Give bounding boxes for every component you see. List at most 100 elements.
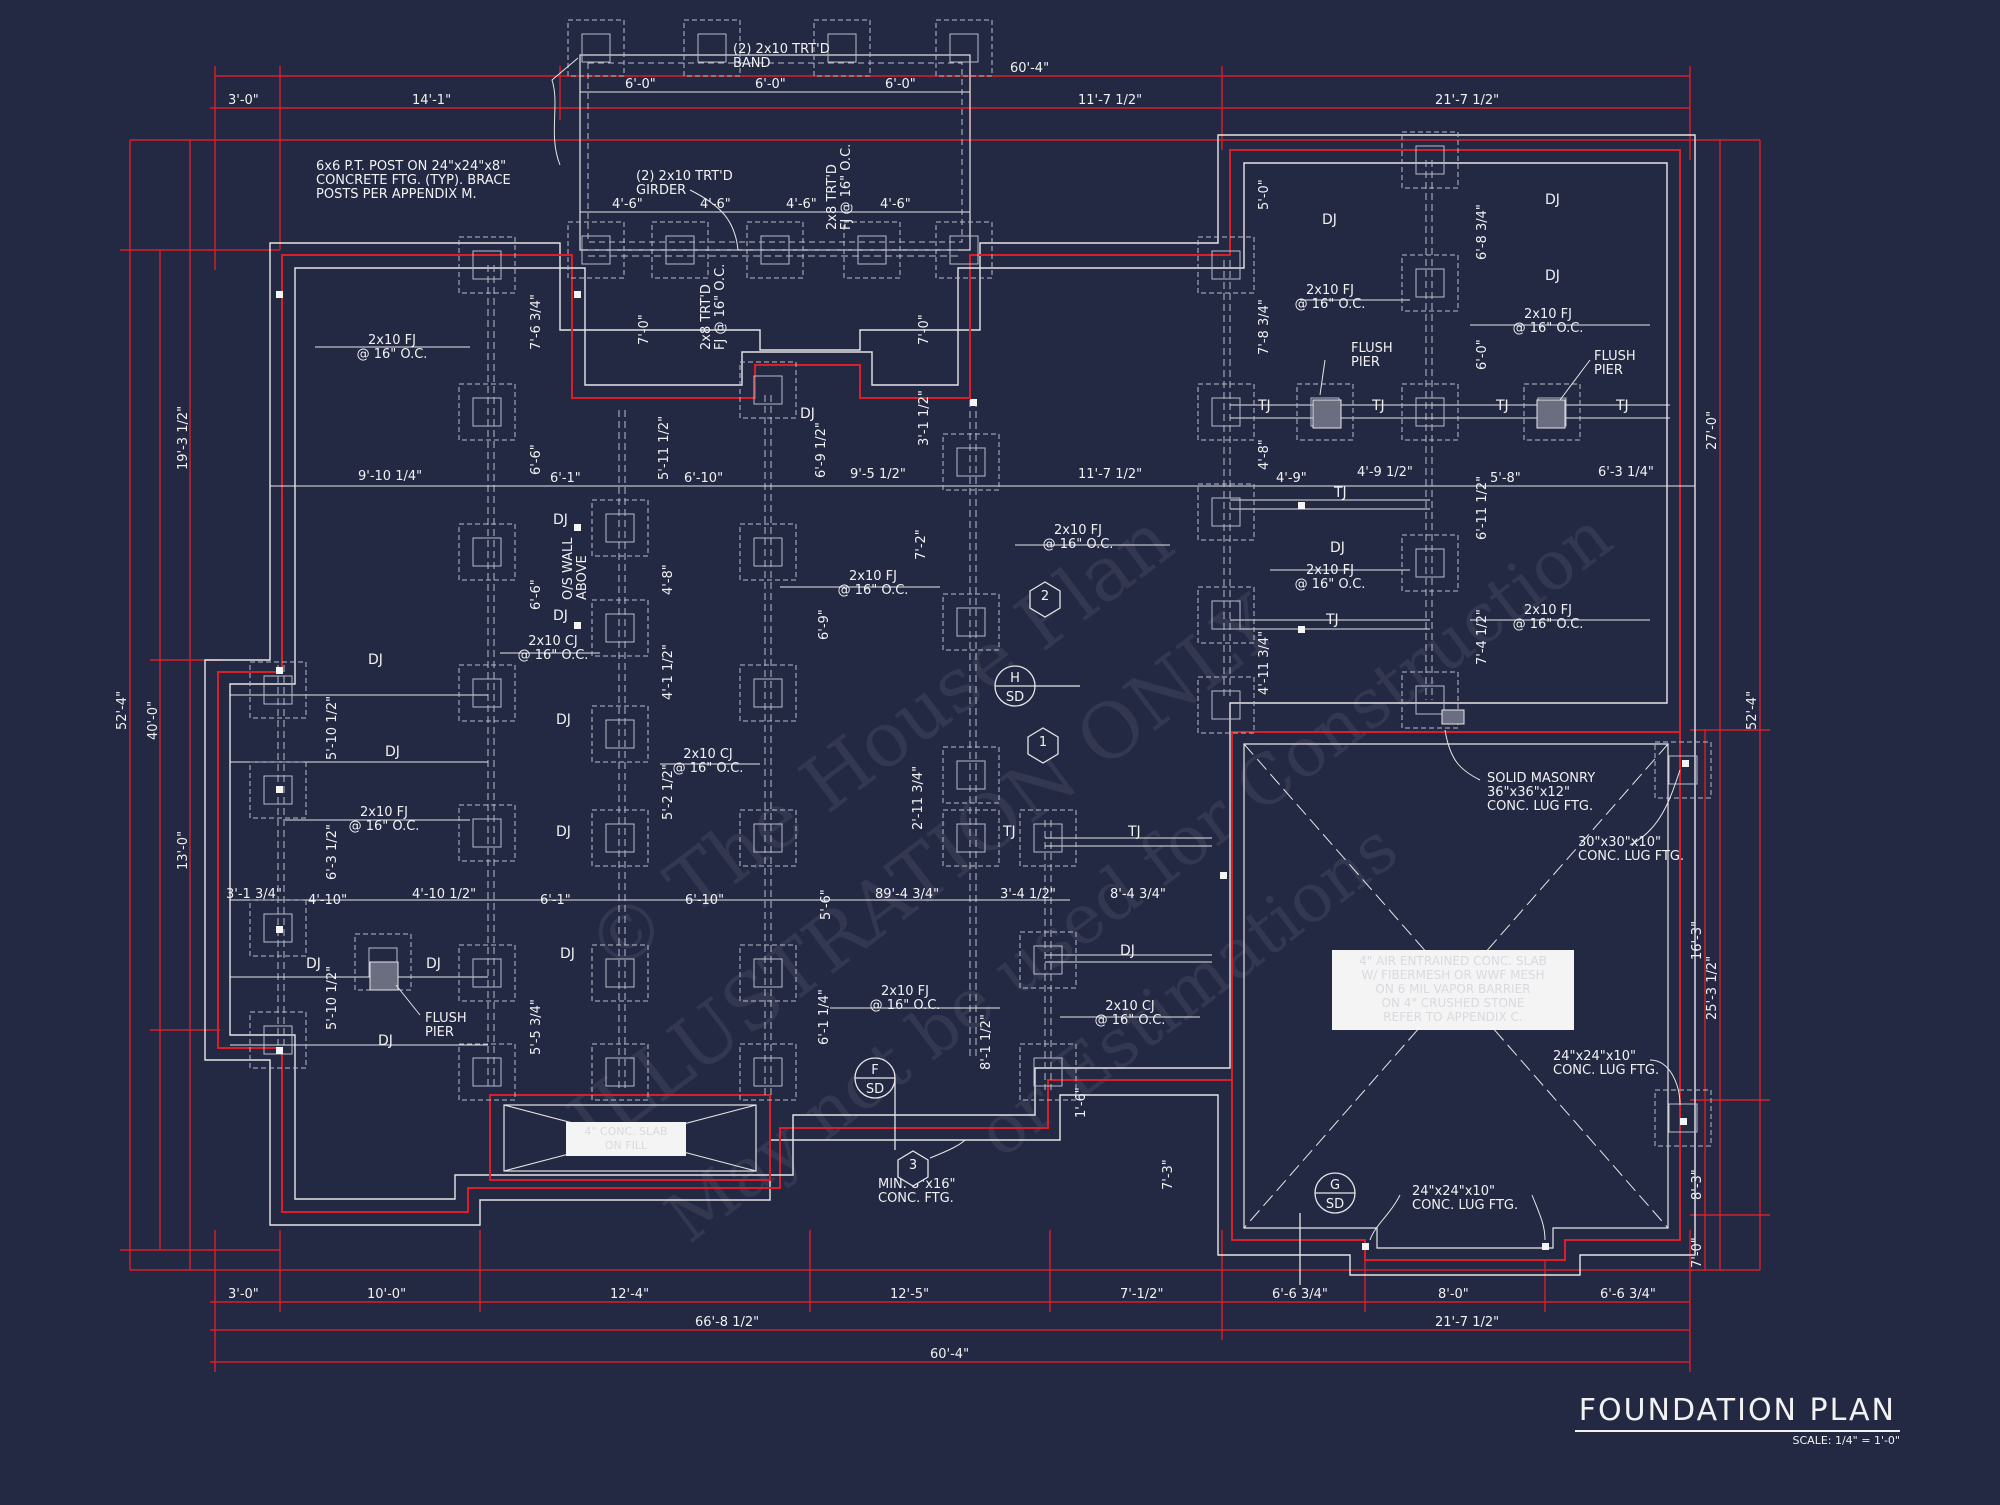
dim-right-5: 7'-0"	[1690, 1237, 1705, 1268]
pier-footing	[1401, 383, 1459, 441]
dj-label: DJ	[378, 1033, 393, 1049]
dim-inner-7: 4'-9"	[1276, 471, 1307, 486]
dim-porch-7: 4'-6"	[880, 197, 911, 212]
pier-footing	[1401, 671, 1459, 729]
dim-top-left-2: 14'-1"	[412, 93, 451, 108]
dj-tj-labels: DJ DJ DJ DJ DJ DJ DJ DJ DJ DJ DJ DJ DJ D…	[306, 192, 1629, 1049]
note-line: CONC. LUG FTG.	[1553, 1063, 1659, 1078]
pier-footing	[1019, 1043, 1077, 1101]
note-line: BAND	[733, 56, 771, 71]
dim-inner-28: 5'-10 1/2"	[325, 696, 340, 760]
pier-post	[1668, 755, 1698, 785]
dim-inner-4: 6'-9 1/2"	[814, 422, 829, 478]
pier-footing	[739, 664, 797, 722]
dim-right-3: 16'-3"	[1690, 921, 1705, 960]
note-line: 36"x36"x12"	[1487, 785, 1570, 800]
slab-area-white	[1243, 743, 1669, 1249]
pier-markers	[276, 291, 1689, 1250]
dim-bottom-4: 12'-5"	[890, 1287, 929, 1302]
pier-footing	[739, 361, 797, 419]
note-line: @ 16" O.C.	[1043, 537, 1114, 552]
sd-tag-f-letter: F	[871, 1063, 878, 1078]
pier-post	[827, 33, 857, 63]
dim-inner-12: 6'-6"	[529, 444, 544, 475]
hex-tag-1	[1027, 727, 1059, 764]
hex-tag-1-label: 1	[1039, 735, 1047, 750]
pier-post	[1211, 690, 1241, 720]
pier-footing	[942, 593, 1000, 651]
fj-label-2: 2x10 FJ@ 16" O.C.	[838, 569, 909, 598]
pier-footing	[591, 809, 649, 867]
pier-footing	[739, 523, 797, 581]
pier-post	[1415, 145, 1445, 175]
dim-inner-44: 7'-0"	[917, 314, 932, 345]
pier-footing	[591, 599, 649, 657]
pier-footing	[567, 19, 625, 77]
dim-inner-17: 7'-2"	[914, 529, 929, 560]
dim-inner-22: 6'-10"	[685, 893, 724, 908]
pier-footing	[739, 1043, 797, 1101]
pier-footing	[942, 433, 1000, 491]
pier-post	[1211, 250, 1241, 280]
dim-inner-3: 6'-10"	[684, 471, 723, 486]
leader-lines	[395, 57, 1681, 1241]
sd-tag-g-sd: SD	[1326, 1197, 1344, 1212]
pier-post	[263, 675, 293, 705]
pier-post	[605, 958, 635, 988]
pier-post	[753, 375, 783, 405]
pier-post	[857, 235, 887, 265]
note-line: @ 16" O.C.	[870, 998, 941, 1013]
dj-label: DJ	[800, 406, 815, 422]
tj-label: TJ	[1371, 398, 1385, 414]
dim-right-overall: 52'-4"	[1745, 691, 1760, 730]
pier-post	[1415, 548, 1445, 578]
note-line: ON 6 MIL VAPOR BARRIER	[1375, 982, 1530, 996]
hex-tag-2-label: 2	[1041, 589, 1049, 604]
dim-bottom-5: 7'-1/2"	[1120, 1287, 1163, 1302]
joist-labels: 2x10 FJ@ 16" O.C. 2x10 FJ@ 16" O.C. 2x10…	[349, 283, 1584, 1028]
dj-label: DJ	[1322, 212, 1337, 228]
dim-bottom-6: 6'-6 3/4"	[1272, 1287, 1328, 1302]
note-line: (2) 2x10 TRT'D	[636, 169, 733, 184]
note-line: @ 16" O.C.	[838, 583, 909, 598]
pier-footing	[458, 944, 516, 1002]
outer-wall-white	[204, 134, 1696, 1276]
note-line: REFER TO APPENDIX C.	[1383, 1010, 1522, 1024]
note-line: FJ @ 16" O.C.	[839, 144, 854, 230]
dimension-lines	[120, 66, 1770, 1372]
dim-inner-29: 6'-3 1/2"	[325, 824, 340, 880]
pier-post	[956, 447, 986, 477]
pier-post	[263, 913, 293, 943]
note-line: 2x10 FJ	[1054, 523, 1102, 538]
dim-porch-6: 4'-6"	[786, 197, 817, 212]
dim-inner-2: 5'-11 1/2"	[657, 416, 672, 480]
note-line: 2x10 CJ	[683, 747, 733, 762]
dj-label: DJ	[368, 652, 383, 668]
dim-inner-33: 8'-1 1/2"	[979, 1014, 994, 1070]
note-lug-24b: 24"x24"x10"CONC. LUG FTG.	[1412, 1184, 1518, 1213]
pier-footing	[249, 761, 307, 819]
dim-inner-19: 4'-10"	[308, 893, 347, 908]
dim-porch-4: 4'-6"	[612, 197, 643, 212]
pier-footing	[249, 899, 307, 957]
pier-footing	[1654, 1089, 1712, 1147]
pier-post	[697, 33, 727, 63]
pier-footing	[249, 661, 307, 719]
flush-pier-1	[1312, 399, 1342, 429]
note-line: 2x10 FJ	[360, 805, 408, 820]
note-line: 30"x30"x10"	[1578, 835, 1661, 850]
pier-footing	[458, 383, 516, 441]
dim-inner-21: 6'-1"	[540, 893, 571, 908]
dim-inner-20: 4'-10 1/2"	[412, 887, 476, 902]
pier-footing	[249, 1011, 307, 1069]
note-line: 2x10 FJ	[1524, 307, 1572, 322]
interior-dim-strings	[230, 91, 1695, 1046]
pier-footing	[1197, 483, 1255, 541]
dim-top-left-1: 3'-0"	[228, 93, 259, 108]
dim-inner-24: 89'-4 3/4"	[875, 887, 939, 902]
dim-left-3: 13'-0"	[176, 831, 191, 870]
inner-wall-white	[229, 162, 1668, 1200]
pier-post	[956, 607, 986, 637]
